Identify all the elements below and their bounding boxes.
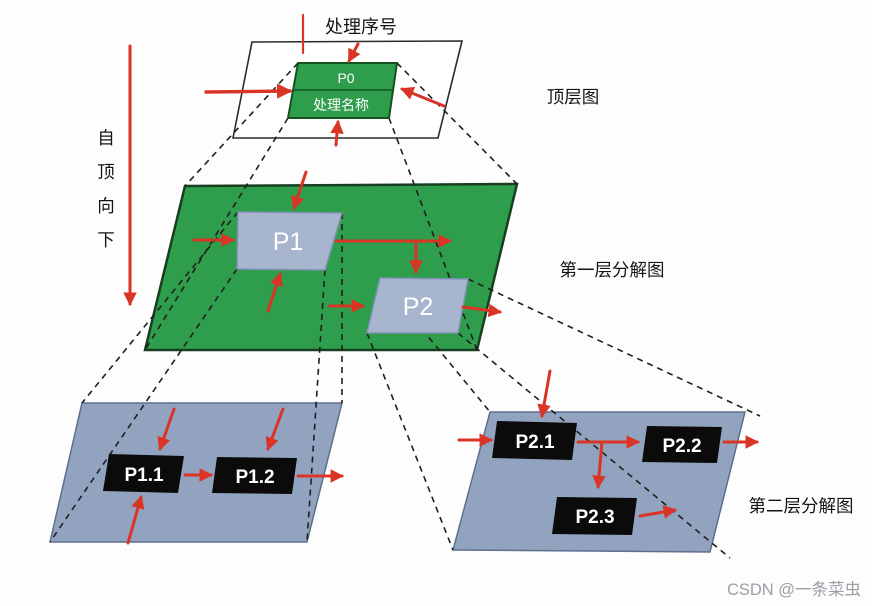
projection-line [379, 277, 491, 413]
projection-line [184, 62, 299, 187]
p0-id-label: P0 [337, 70, 354, 86]
flow-arrow-into-p0-right [400, 87, 446, 108]
p2-1-process-box [492, 421, 577, 460]
p1-1-process-box [103, 454, 184, 493]
flow-arrow-p2-3-output [638, 505, 677, 519]
flow-arrow-p2-1-to-p2-3 [592, 440, 606, 490]
projection-line [81, 211, 239, 404]
process-number-label: 处理序号 [325, 17, 397, 37]
second-level-diagram-label: 第二层分解图 [749, 496, 854, 516]
csdn-watermark: CSDN @一条菜虫 [727, 580, 861, 599]
projection-line [49, 268, 238, 543]
flow-arrow-into-p1-1-bottom [126, 495, 145, 545]
p2-2-process-box [642, 426, 722, 463]
first-level-diagram-label: 第一层分解图 [560, 260, 665, 280]
flow-arrow-into-p2-1-top [537, 369, 552, 418]
p0-name-label: 处理名称 [313, 97, 369, 113]
flow-arrow-into-p1-1-top [157, 407, 176, 451]
p2-3-label: P2.3 [575, 507, 614, 528]
top-level-diagram-label: 顶层图 [547, 87, 600, 107]
second-level-sheet-left [49, 402, 343, 543]
p2-process-box [366, 277, 469, 334]
p2-2-label: P2.2 [662, 436, 701, 457]
flow-arrows [123, 13, 760, 545]
p1-label: P1 [273, 228, 304, 256]
projection-line [144, 117, 289, 351]
flow-arrow-p2-output [461, 303, 503, 318]
flow-arrow-into-p0-left [204, 83, 293, 99]
projection-line [366, 332, 454, 551]
projection-line [306, 269, 326, 543]
first-level-sheet [143, 182, 519, 352]
flow-arrow-into-p0-bottom [330, 119, 344, 147]
p1-2-process-box [212, 457, 297, 494]
p2-label: P2 [403, 293, 434, 321]
p1-2-label: P1.2 [235, 467, 274, 488]
p1-process-box [236, 211, 344, 271]
flow-arrow-into-p1-top [291, 170, 308, 210]
p2-1-label: P2.1 [515, 432, 555, 453]
flow-arrow-into-p0-top [347, 42, 361, 63]
projection-line [388, 117, 478, 351]
projection-lines [49, 62, 761, 559]
p2-3-process-box [552, 497, 637, 535]
flow-arrow-into-p1-bottom [266, 272, 283, 313]
flow-arrow-into-p1-2-top [265, 407, 285, 451]
projection-line [467, 278, 761, 417]
projection-line [457, 332, 731, 559]
p1-1-label: P1.1 [124, 465, 164, 486]
top-down-label: 自顶向下 [97, 128, 115, 250]
